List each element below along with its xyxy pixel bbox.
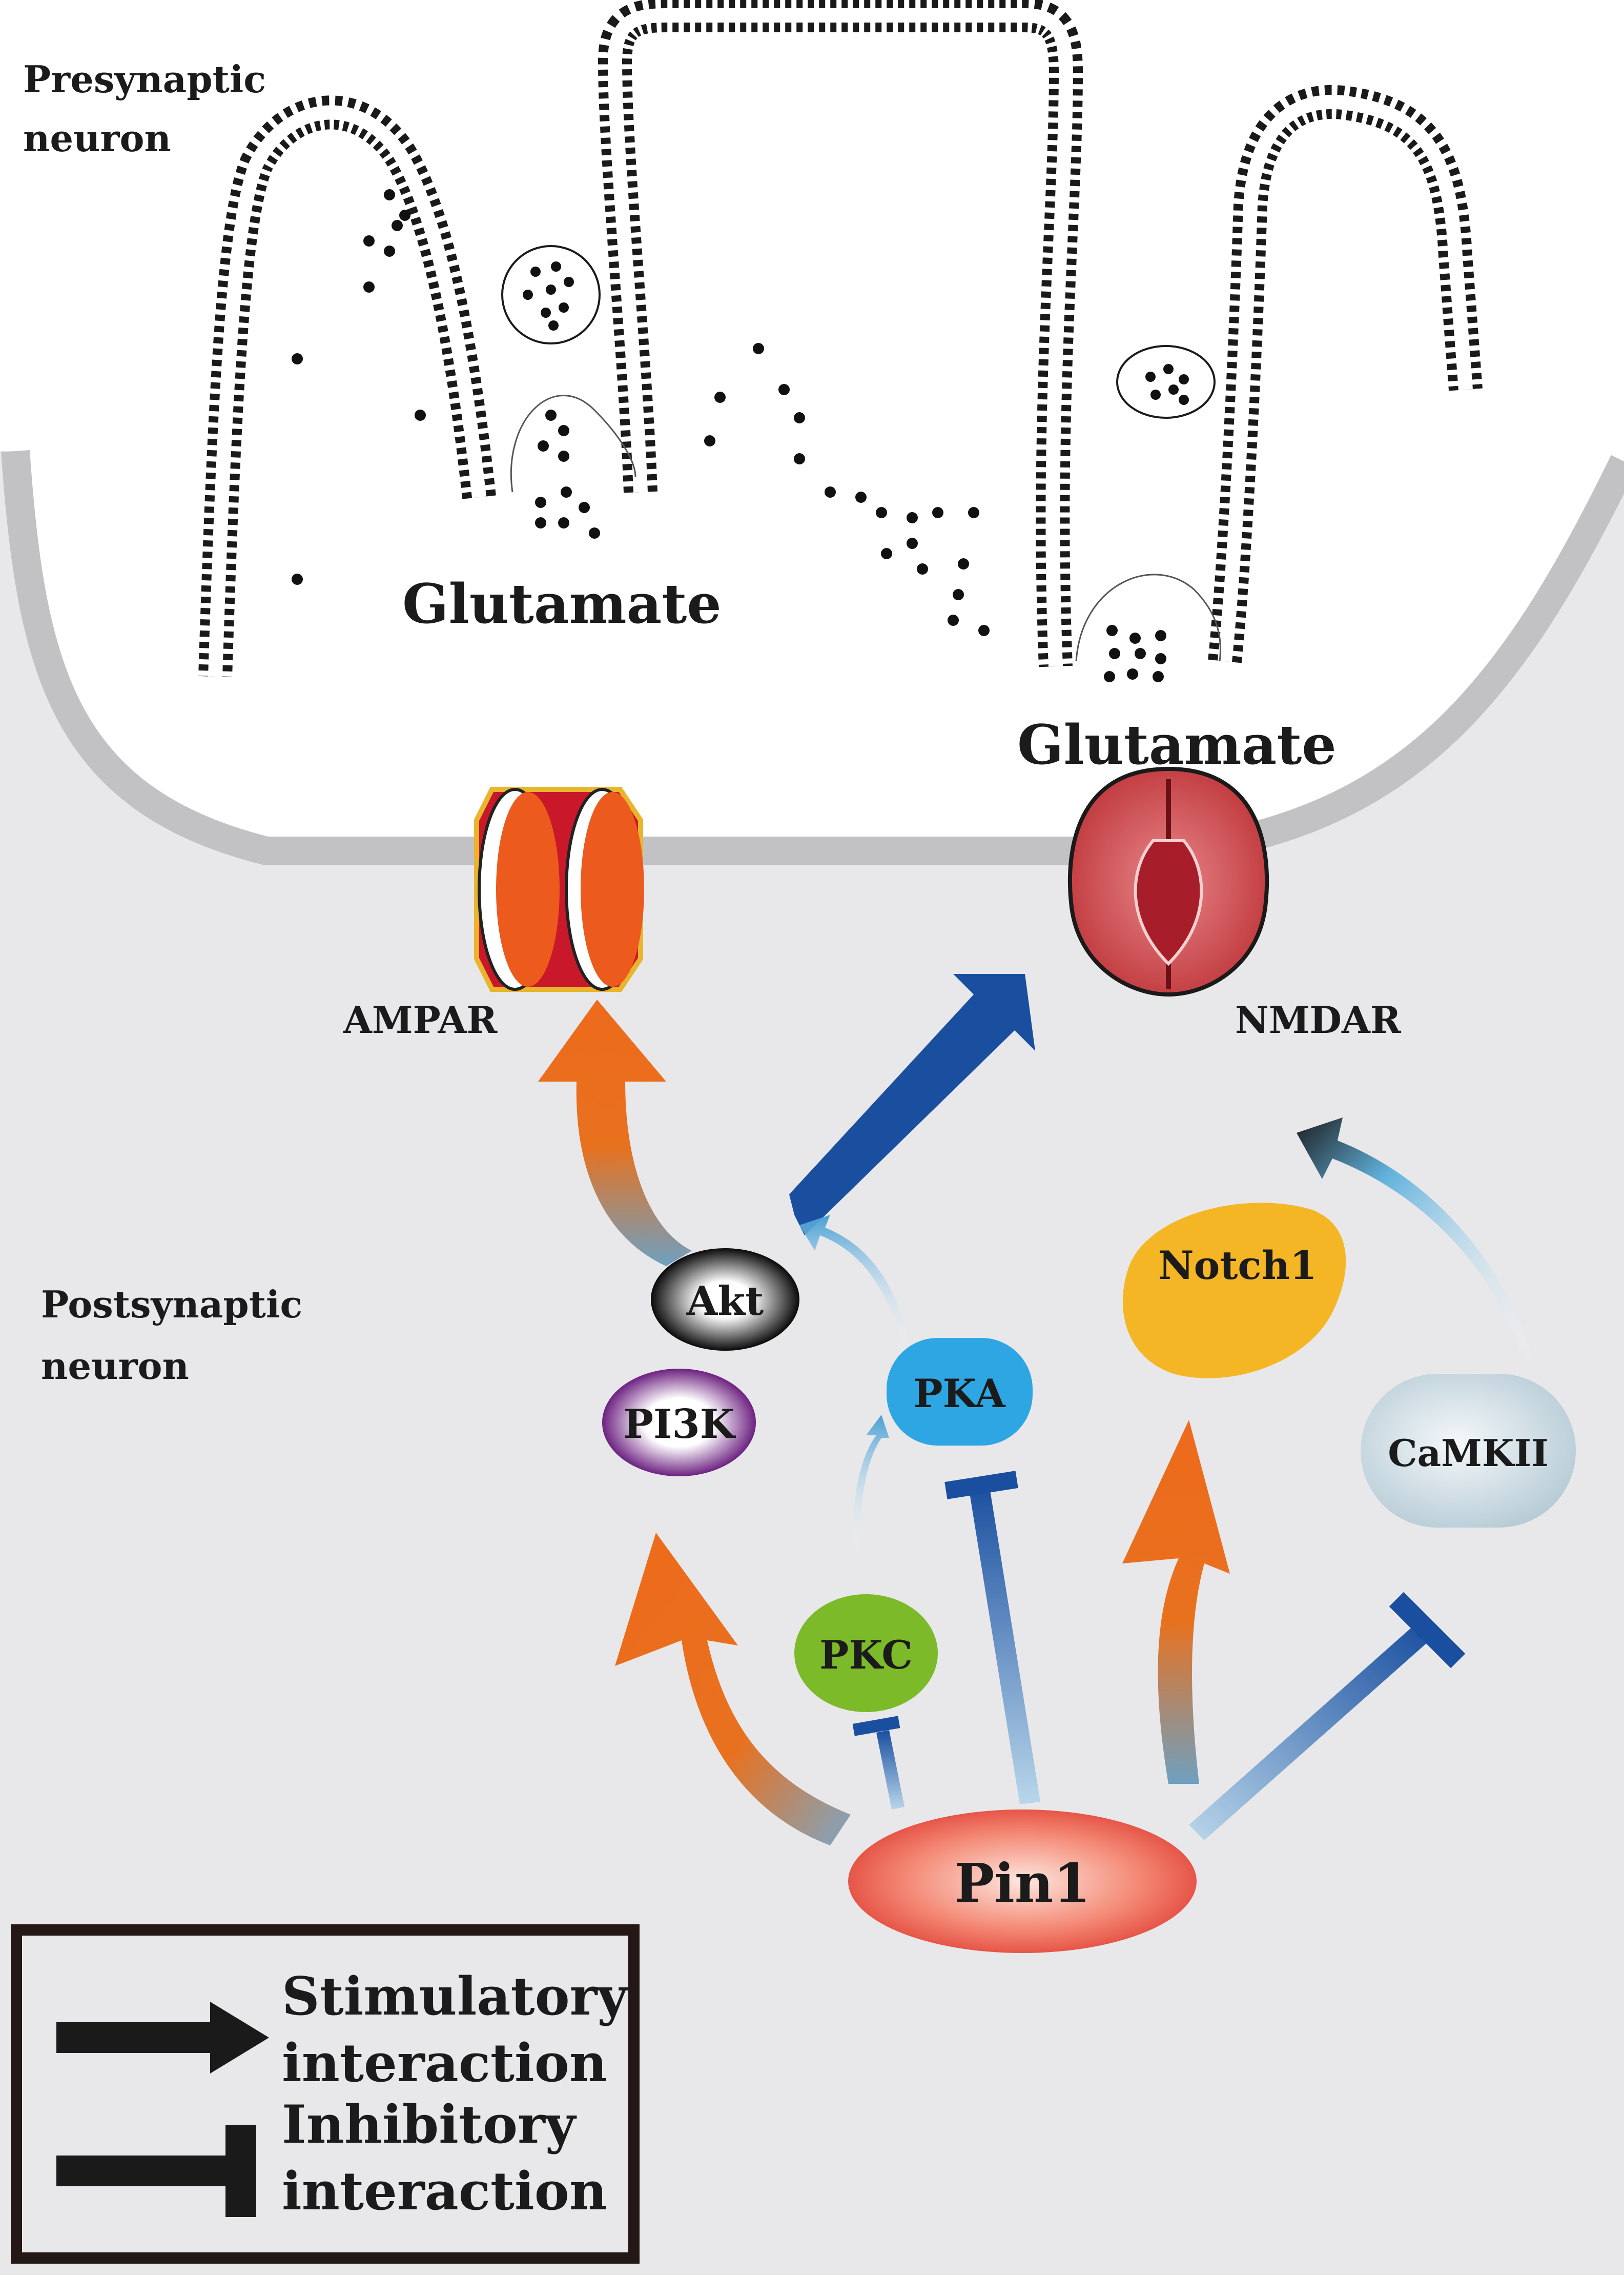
pkc-label: PKC (819, 1632, 913, 1678)
legend-stimulatory-arrow (56, 2002, 269, 2073)
arrow-camkii-to-nmdar (1297, 1117, 1535, 1364)
fusing-vesicle (510, 395, 636, 493)
arrow-pka-to-akt (799, 1215, 910, 1353)
akt-label: Akt (686, 1278, 764, 1325)
ampar-receptor (474, 787, 644, 992)
postsynaptic-membrane (1, 450, 1624, 865)
ampar-label: AMPAR (343, 998, 498, 1042)
akt-node (651, 1248, 799, 1351)
legend-inhibitory-bar (56, 2125, 256, 2217)
pin1-label: Pin1 (954, 1852, 1091, 1915)
arrow-pin1-to-notch1 (1122, 1420, 1230, 1784)
legend-stimulatory-label-line2: interaction (282, 2032, 607, 2094)
legend-inhibitory-label-line2: interaction (282, 2161, 607, 2222)
nmdar-receptor (1067, 766, 1269, 997)
presynaptic-label-line2: neuron (23, 116, 171, 160)
inhibit-bar-pkc (852, 1716, 900, 1736)
arrow-akt-to-ampar (538, 1000, 692, 1266)
notch1-label: Notch1 (1158, 1243, 1317, 1288)
glutamate-molecules (292, 189, 1166, 682)
pka-label: PKA (913, 1371, 1005, 1416)
arrow-pin1-to-pi3k (615, 1533, 851, 1845)
camkii-label: CaMKII (1388, 1431, 1549, 1475)
glutamate-label-right: Glutamate (1017, 713, 1337, 777)
pi3k-label: PI3K (623, 1401, 736, 1448)
inhibit-pin1-pka (969, 1484, 1040, 1804)
inhibit-pin1-camkii (1189, 1625, 1430, 1840)
presynaptic-label: Presynaptic (23, 57, 266, 101)
glutamate-label-left: Glutamate (402, 572, 722, 636)
legend-stimulatory-label: Stimulatory (282, 1966, 629, 2027)
inhibit-pin1-pkc (876, 1730, 904, 1810)
postsynaptic-label: Postsynaptic (41, 1283, 302, 1326)
inhibit-bar-pka (944, 1471, 1018, 1499)
pin1-node (848, 1810, 1197, 1953)
camkii-node (1361, 1374, 1576, 1528)
inhibit-bar-camkii (1389, 1592, 1466, 1669)
postsynaptic-label-line2: neuron (41, 1344, 189, 1388)
presynaptic-membrane (198, 0, 1483, 678)
arrow-pkc-to-pka (853, 1415, 889, 1553)
arrow-akt-to-nmdar (789, 974, 1035, 1235)
pi3k-node (602, 1369, 756, 1476)
fusing-vesicle (1075, 574, 1221, 662)
synaptic-vesicle (501, 245, 601, 344)
legend-inhibitory-label: Inhibitory (282, 2094, 577, 2156)
pkc-node (794, 1594, 938, 1712)
notch1-node (1122, 1203, 1346, 1378)
legend-box: Stimulatory interaction Inhibitory inter… (11, 1924, 640, 2264)
synaptic-vesicle (1116, 345, 1216, 419)
nmdar-label: NMDAR (1235, 998, 1402, 1042)
pka-node (887, 1338, 1033, 1446)
